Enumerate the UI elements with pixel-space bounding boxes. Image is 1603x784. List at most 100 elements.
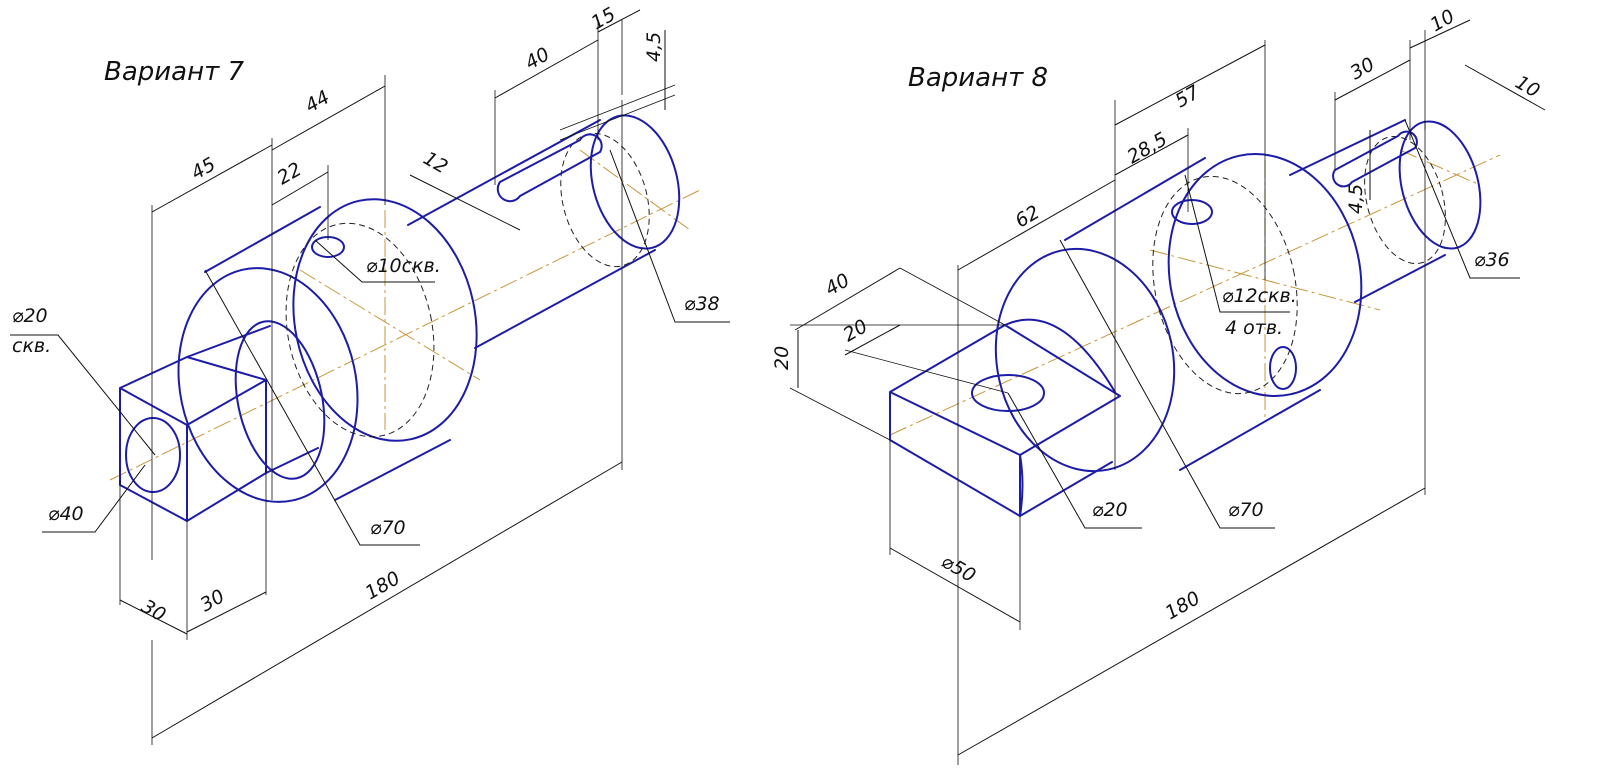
v7-label-12: 12: [420, 147, 452, 178]
v7-label-30a: 30: [138, 595, 170, 626]
v8-dim-10a: [1409, 19, 1471, 49]
v7-ext-40: [494, 20, 599, 185]
v8-label-d12: ⌀12скв.: [1222, 285, 1297, 307]
v7-dim-45: [151, 144, 273, 213]
v7-label-15: 15: [588, 3, 620, 34]
v8-label-d20: ⌀20: [1092, 499, 1128, 521]
v8-label-28-5: 28,5: [1124, 128, 1172, 168]
v7-dim-40: [494, 39, 599, 99]
v7-label-d20: ⌀20: [12, 305, 48, 327]
v8-dim-10b: [1464, 64, 1546, 111]
variant-8-title: Вариант 8: [908, 63, 1048, 93]
v8-dim-50: [889, 547, 1021, 623]
v8-dim-30: [1334, 59, 1411, 101]
v7-label-skv: скв.: [12, 335, 51, 357]
v7-big-cylinder-hidden: [285, 222, 435, 438]
v7-label-30b: 30: [197, 585, 229, 616]
v8-label-d50: ⌀50: [938, 550, 980, 587]
v8-label-10b: 10: [1512, 71, 1544, 102]
v8-label-4-5: 4,5: [1345, 184, 1367, 214]
v7-ext-180: [151, 100, 623, 745]
v8-ext-20b: [789, 387, 891, 441]
v7-keyway: [496, 133, 603, 203]
v8-shaft-end: [1398, 120, 1482, 250]
v8-ext-50: [889, 440, 1021, 630]
v8-main-axis: [889, 154, 1501, 436]
v7-ext-4-5: [559, 84, 676, 141]
v7-dim-22: [271, 171, 329, 206]
v8-label-10a: 10: [1427, 5, 1459, 36]
v8-hole-side: [1269, 346, 1297, 390]
v7-mid-cylinder: [186, 325, 319, 474]
v8-label-4-otv: 4 отв.: [1225, 317, 1283, 339]
v8-cylinder-d70-edges: [1064, 157, 1321, 471]
v8-dim-57: [1114, 44, 1266, 126]
v7-label-d38: ⌀38: [684, 293, 720, 315]
v7-label-d10: ⌀10скв.: [366, 255, 441, 277]
v8-hole-top: [1171, 199, 1213, 225]
v7-shaft-end-hidden: [560, 132, 650, 268]
v8-leader-d70: [1059, 239, 1275, 529]
v8-ext-40: [790, 267, 1006, 326]
v8-block-arc-a: [1004, 318, 1116, 393]
v7-label-4-5: 4,5: [643, 32, 665, 62]
v8-ext-30: [1334, 40, 1411, 170]
v7-leader-d70: [204, 269, 420, 546]
v7-square-end-bore: [125, 417, 181, 493]
v8-leader-d36: [1404, 119, 1520, 279]
v7-ext-45: [151, 138, 273, 560]
v7-shaft: [407, 119, 656, 349]
v8-cylinder-d70-back: [1167, 153, 1363, 397]
v7-big-cylinder-front: [177, 267, 359, 503]
v8-keyway: [1332, 130, 1418, 188]
v7-dim-12: [409, 174, 521, 231]
v8-dim-40: [794, 267, 901, 331]
v8-label-d36: ⌀36: [1474, 249, 1510, 271]
v8-cylinder-d70-hidden: [1152, 175, 1298, 395]
v7-leader-d20: [10, 334, 156, 456]
variant-7-title: Вариант 7: [104, 57, 245, 87]
v8-label-62: 62: [1012, 201, 1044, 232]
v7-label-180: 180: [362, 567, 404, 604]
v8-shaft-end-hidden: [1364, 135, 1446, 265]
v7-leader-d40: [42, 464, 146, 533]
variant-8-drawing: Вариант 8: [771, 5, 1546, 765]
v7-label-d70: ⌀70: [370, 517, 406, 539]
v7-big-cylinder-back: [292, 198, 478, 442]
v8-label-d70: ⌀70: [1228, 499, 1264, 521]
v7-leader-d10: [314, 239, 435, 283]
v7-label-d40: ⌀40: [48, 503, 84, 525]
v7-dim-180: [151, 461, 623, 739]
v8-leader-d12: [1184, 174, 1290, 313]
v7-label-44: 44: [302, 86, 334, 117]
variant-7-drawing: Вариант 7: [10, 3, 730, 745]
v7-dim-15: [597, 9, 641, 33]
v7-dim-30b: [186, 591, 267, 633]
v8-label-57: 57: [1172, 81, 1204, 112]
v8-label-20a: 20: [840, 315, 872, 346]
v8-ext-180: [957, 120, 1426, 765]
v7-label-45: 45: [188, 153, 220, 184]
v8-dim-62: [957, 179, 1116, 271]
v7-label-40: 40: [522, 43, 554, 74]
v7-leader-d38: [609, 149, 730, 323]
v8-shaft: [1289, 119, 1446, 303]
v7-dim-44: [271, 85, 386, 151]
v7-axis-cross-b: [579, 149, 691, 231]
v8-block-hole: [971, 374, 1045, 412]
v7-main-axis: [109, 189, 701, 481]
v7-big-cylinder-edges: [204, 206, 451, 501]
v8-axis-cross-b: [1399, 149, 1481, 186]
v7-ext-30: [119, 470, 267, 640]
v7-label-22: 22: [274, 158, 306, 189]
v8-dim-20a: [844, 324, 901, 356]
v8-label-20b: 20: [771, 346, 793, 370]
v8-leader-d20: [1007, 392, 1142, 529]
v7-dim-30a: [119, 599, 188, 635]
v7-axis-cross-a: [299, 269, 481, 381]
v8-dim-180: [957, 487, 1426, 756]
v8-block-arc-b: [1019, 454, 1024, 517]
v8-ext-20a: [844, 349, 1009, 394]
v7-mid-cylinder-face: [234, 320, 326, 480]
